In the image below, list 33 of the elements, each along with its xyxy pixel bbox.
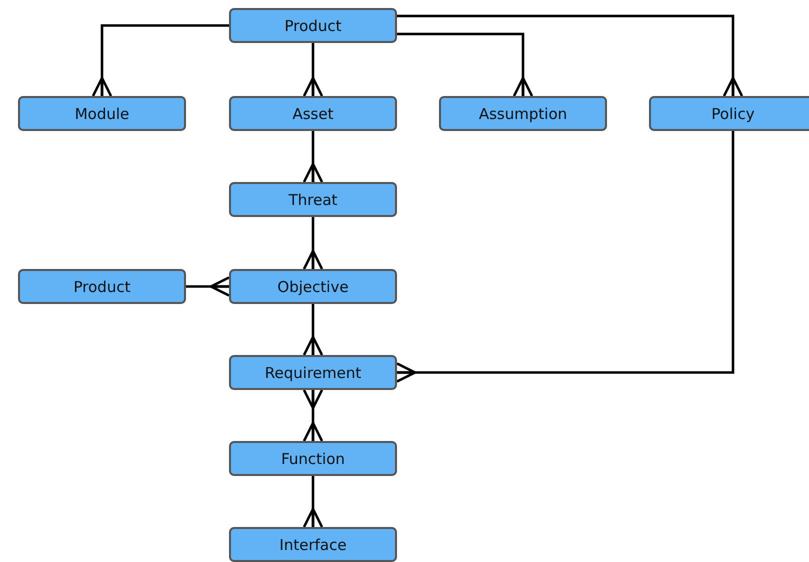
entity-name: Asset [292, 104, 334, 122]
relationship-line [397, 32, 534, 98]
relationship-line [396, 131, 734, 383]
relationship-line [397, 14, 744, 98]
relationship-line [302, 304, 324, 356]
entity-name: Requirement [264, 364, 362, 382]
relationship-line [186, 276, 230, 297]
entity-box [18, 269, 186, 304]
entity-name: Product [284, 16, 342, 34]
entity-box [439, 96, 607, 131]
entity-box [229, 355, 397, 390]
entity-box [229, 182, 397, 217]
relationship-line [302, 131, 324, 184]
entity-box [229, 441, 397, 476]
entity-box [229, 8, 397, 43]
relationship-line [92, 24, 229, 98]
entity-box [229, 527, 397, 562]
entity-box [229, 96, 397, 131]
entity-name: Objective [277, 278, 349, 296]
entity-name: Threat [288, 190, 338, 208]
entity-box [18, 96, 186, 131]
entity-name: Policy [711, 104, 755, 122]
entity-name: Module [74, 104, 130, 122]
entity-name: Function [281, 450, 345, 468]
entity-box [649, 96, 809, 131]
relationship-line [302, 476, 324, 528]
relationship-line [302, 388, 324, 442]
relationship-line [302, 217, 324, 270]
relationship-line [302, 43, 324, 98]
entity-name: Assumption [478, 104, 568, 122]
entity-name: Interface [279, 536, 347, 554]
entity-box [229, 269, 397, 304]
entity-name: Product [74, 278, 130, 296]
